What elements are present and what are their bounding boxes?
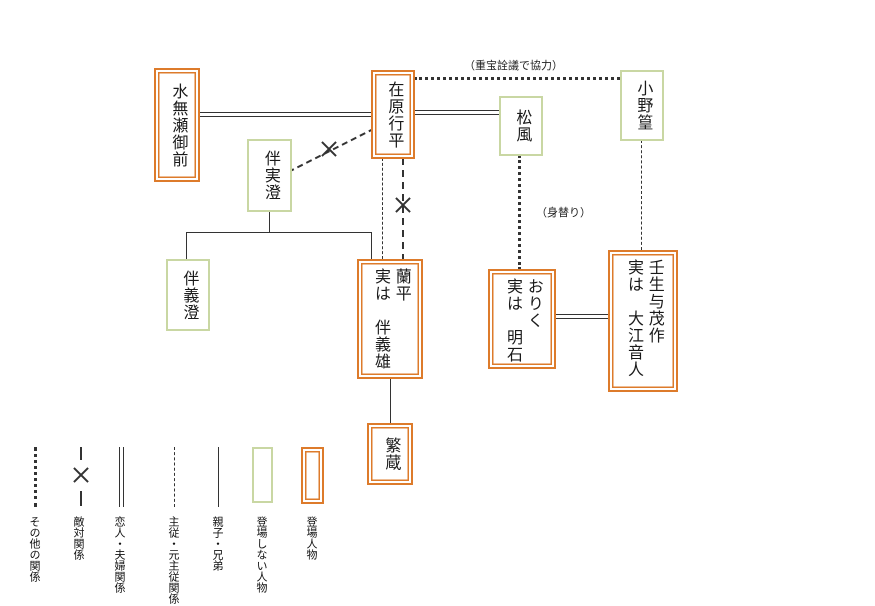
node-ariwara-yukihira-label: 在原行平	[385, 80, 403, 149]
node-ariwara-yukihira: 在原行平	[371, 70, 415, 159]
legend-label-hostile: 敵対関係	[72, 516, 84, 560]
legend-master-servant-line-icon	[174, 447, 175, 507]
node-matsukaze-label: 松風	[513, 109, 531, 143]
legend-hostile-line-icon	[80, 491, 82, 506]
node-ban-sanezumi: 伴実澄	[247, 139, 292, 212]
node-oriku: おりく実は 明石	[488, 269, 556, 369]
node-ono-takamura-label: 小野篁	[634, 80, 652, 131]
legend-parent-child-line-icon	[218, 447, 219, 507]
node-oriku-label: おりく実は 明石	[501, 278, 543, 363]
edge-takamura-yomosaku-master-servant-line	[641, 140, 642, 250]
node-ban-yoshizumi-label: 伴義澄	[180, 269, 198, 321]
legend-label-couple: 恋人・夫婦関係	[113, 516, 125, 593]
node-shigezo: 繁蔵	[367, 423, 413, 485]
annotation-body-double: （身替り）	[536, 207, 591, 219]
node-oriku-true-name: 実は 明石	[504, 278, 521, 363]
edge-yukihira-ranpei-master-servant-line	[382, 158, 383, 259]
node-ranpei: 蘭平実は 伴義雄	[357, 259, 423, 379]
legend-appearing-box-icon	[301, 447, 324, 504]
legend-label-appearing: 登場人物	[305, 516, 317, 560]
node-oriku-alias: おりく	[524, 278, 542, 329]
edge-sanezumi-children-branch-line	[186, 232, 372, 233]
edge-sanezumi-children-stem-line	[269, 211, 270, 233]
node-ranpei-alias: 蘭平	[392, 268, 410, 302]
edge-minase-yukihira-couple-line	[198, 112, 373, 117]
node-ban-sanezumi-label: 伴実澄	[261, 150, 279, 201]
node-ranpei-label: 蘭平実は 伴義雄	[369, 268, 411, 370]
legend-label-parent-child: 親子・兄弟	[211, 516, 223, 571]
edge-yukihira-matsukaze-couple-line	[413, 110, 500, 115]
legend-hostile-line-icon	[80, 447, 82, 460]
node-ono-takamura: 小野篁	[620, 70, 664, 141]
edge-ranpei-shigezo-parent-line	[390, 378, 391, 424]
node-ban-yoshizumi: 伴義澄	[166, 259, 210, 331]
hostile-x-icon	[320, 140, 338, 158]
edge-matsukaze-oriku-other-line	[518, 155, 521, 270]
edge-sanezumi-ranpei-parent-line	[371, 232, 372, 260]
edge-oriku-yomosaku-couple-line	[555, 314, 609, 319]
legend-label-master-servant: 主従・元主従関係	[167, 516, 179, 604]
edge-yukihira-takamura-other-line	[414, 77, 620, 80]
hostile-x-icon	[394, 196, 412, 214]
node-minase-gozen: 水無瀬御前	[154, 68, 200, 182]
edge-sanezumi-yoshizumi-parent-line	[186, 232, 187, 260]
node-yomosaku-true-name: 実は 大江音人	[625, 259, 642, 378]
legend-label-non-appearing: 登場しない人物	[255, 516, 267, 593]
annotation-treasure-cooperation: （重宝詮議で協力）	[464, 60, 563, 72]
legend-hostile-x-icon	[72, 466, 90, 484]
node-ranpei-true-name: 実は 伴義雄	[372, 268, 389, 370]
legend-couple-line-icon	[119, 447, 124, 507]
node-shigezo-label: 繁蔵	[382, 437, 400, 471]
node-minase-gozen-label: 水無瀬御前	[169, 82, 187, 168]
legend-label-other-relation: その他の関係	[28, 516, 40, 582]
node-yomosaku-alias: 壬生与茂作	[645, 259, 663, 344]
node-mibu-yomosaku-label: 壬生与茂作実は 大江音人	[622, 259, 664, 378]
legend-non-appearing-box-icon	[252, 447, 273, 503]
legend-other-relation-line-icon	[34, 447, 37, 507]
node-mibu-yomosaku: 壬生与茂作実は 大江音人	[608, 250, 678, 392]
node-matsukaze: 松風	[499, 96, 543, 156]
